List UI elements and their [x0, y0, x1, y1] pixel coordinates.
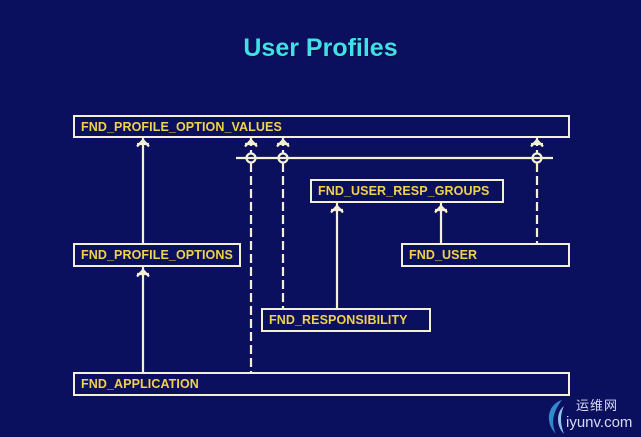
diagram-title: User Profiles	[243, 34, 398, 62]
entity-fnd-profile-option-values: FND_PROFILE_OPTION_VALUES	[73, 115, 570, 138]
entity-fnd-responsibility: FND_RESPONSIBILITY	[261, 308, 431, 332]
entity-fnd-user-resp-groups: FND_USER_RESP_GROUPS	[310, 179, 504, 203]
watermark-cn-text: 运维网	[576, 399, 619, 414]
entity-fnd-application: FND_APPLICATION	[73, 372, 570, 396]
watermark-logo-icon	[548, 400, 564, 434]
entity-fnd-user: FND_USER	[401, 243, 570, 267]
watermark-en-text: iyunv.com	[566, 414, 633, 431]
entity-fnd-profile-options: FND_PROFILE_OPTIONS	[73, 243, 241, 267]
